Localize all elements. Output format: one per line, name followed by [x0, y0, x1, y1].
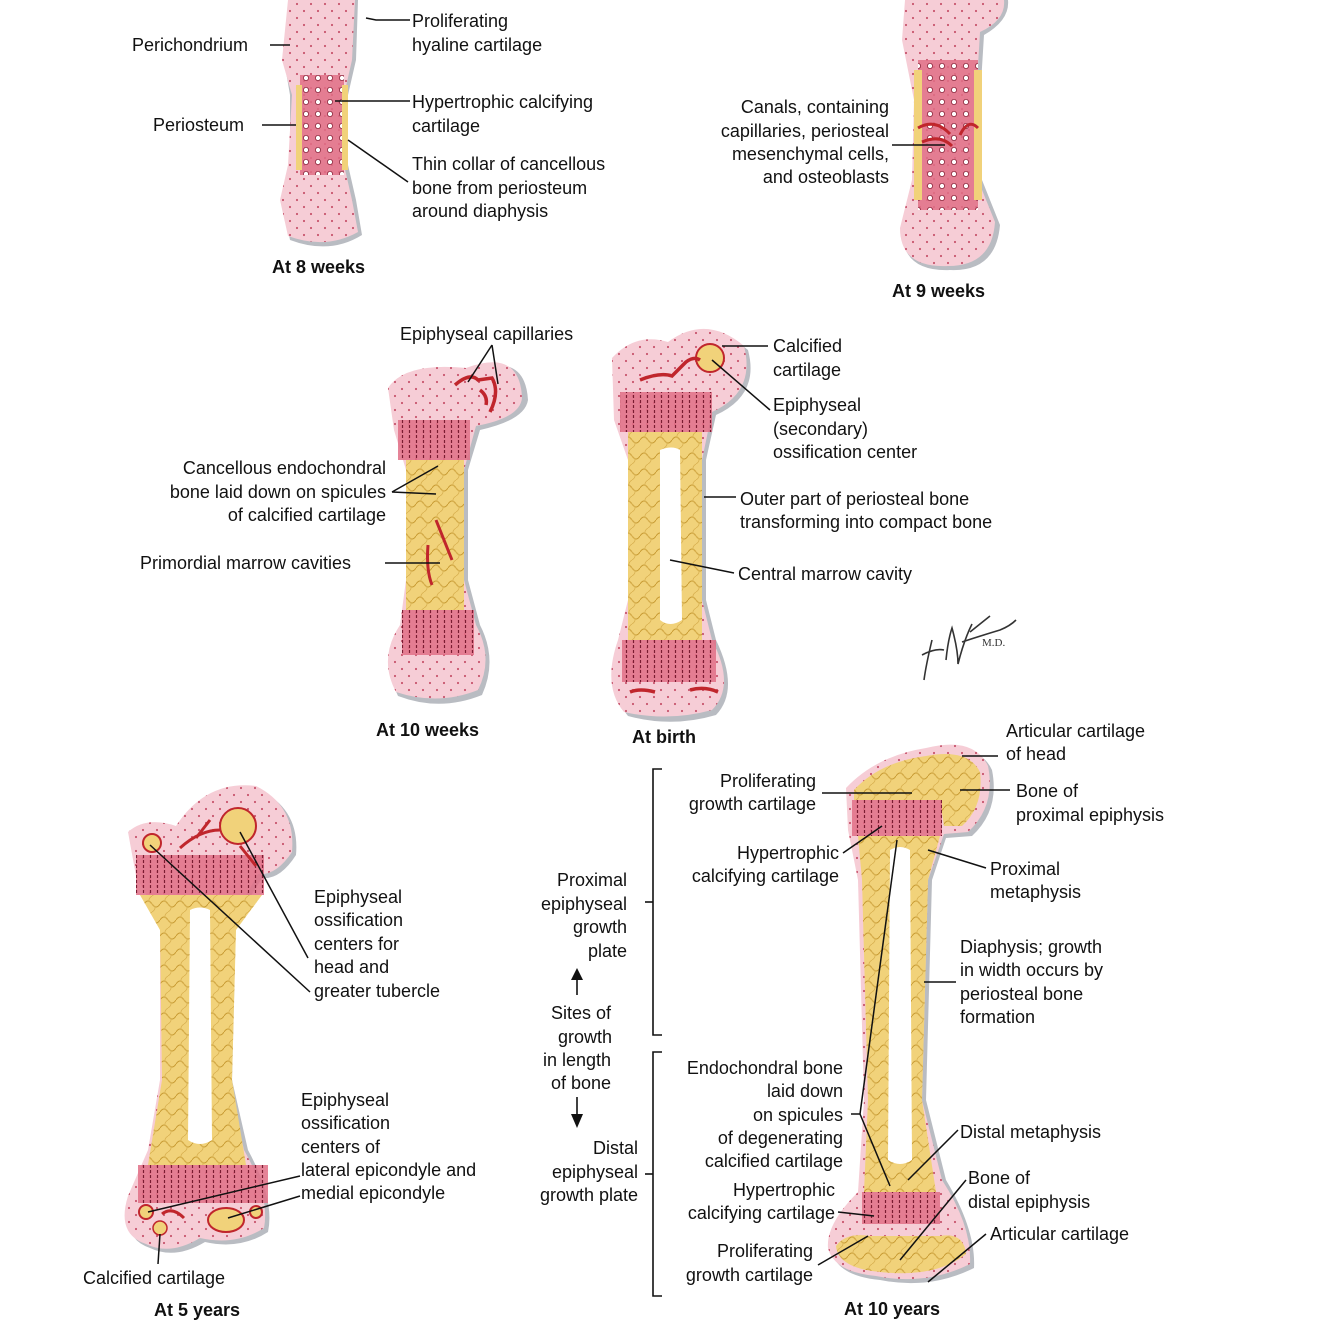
label-diaphysis-3: periosteal bone: [960, 984, 1083, 1004]
label-proximal-metaphysis-2: metaphysis: [990, 882, 1081, 902]
label-bone-proximal-2: proximal epiphysis: [1016, 805, 1164, 825]
label-perichondrium: Perichondrium: [132, 35, 248, 55]
bone-at-birth: [611, 329, 750, 722]
label-proximal-plate-3: growth: [573, 917, 627, 937]
label-outer-periosteal-2: transforming into compact bone: [740, 512, 992, 532]
bone-collar: [914, 70, 922, 200]
label-epicondyle-centers-2: ossification: [301, 1113, 390, 1133]
label-hypertrophic-2: cartilage: [412, 116, 480, 136]
label-periosteum: Periosteum: [153, 115, 244, 135]
label-proximal-plate-1: Proximal: [557, 870, 627, 890]
label-sites-2: growth: [558, 1027, 612, 1047]
label-epiphyseal-capillaries: Epiphyseal capillaries: [400, 324, 573, 344]
label-endochondral-4: of degenerating: [718, 1128, 843, 1148]
label-distal-plate-3: growth plate: [540, 1185, 638, 1205]
label-head-centers-2: ossification: [314, 910, 403, 930]
label-diaphysis-4: formation: [960, 1007, 1035, 1027]
ossification-center-head: [220, 808, 256, 844]
label-collar-1: Thin collar of cancellous: [412, 154, 605, 174]
label-calcified-cartilage: Calcified cartilage: [83, 1268, 225, 1288]
bone-collar: [296, 85, 302, 170]
label-distal-plate-1: Distal: [593, 1138, 638, 1158]
label-endochondral-3: on spicules: [753, 1105, 843, 1125]
label-cancellous-3: of calcified cartilage: [228, 505, 386, 525]
label-proximal-metaphysis-1: Proximal: [990, 859, 1060, 879]
label-cancellous-2: bone laid down on spicules: [170, 482, 386, 502]
label-sites-4: of bone: [551, 1073, 611, 1093]
secondary-ossification-center: [696, 344, 724, 372]
marrow-cavity: [188, 908, 212, 1145]
label-sites-1: Sites of: [551, 1003, 612, 1023]
label-endochondral-1: Endochondral bone: [687, 1058, 843, 1078]
svg-text:M.D.: M.D.: [982, 637, 1005, 649]
label-cancellous-1: Cancellous endochondral: [183, 458, 386, 478]
label-secondary-3: ossification center: [773, 442, 917, 462]
label-head-centers-3: centers for: [314, 934, 399, 954]
label-calcified-1: Calcified: [773, 336, 842, 356]
label-central-marrow: Central marrow cavity: [738, 564, 912, 584]
label-proliferating-hyaline-2: hyaline cartilage: [412, 35, 542, 55]
label-hyper-bottom-2: calcifying cartilage: [688, 1203, 835, 1223]
label-head-centers-4: head and: [314, 957, 389, 977]
ossification-center-tubercle: [143, 834, 161, 852]
label-diaphysis-1: Diaphysis; growth: [960, 937, 1102, 957]
label-articular-head-2: of head: [1006, 744, 1066, 764]
bone-10-weeks: [388, 362, 528, 703]
label-diaphysis-2: in width occurs by: [960, 960, 1103, 980]
caption-5-years: At 5 years: [154, 1300, 240, 1320]
label-epicondyle-centers-5: medial epicondyle: [301, 1183, 445, 1203]
calcified-cartilage-spot: [153, 1221, 167, 1235]
label-primordial-marrow: Primordial marrow cavities: [140, 553, 351, 573]
label-distal-plate-2: epiphyseal: [552, 1162, 638, 1182]
caption-10-years: At 10 years: [844, 1299, 940, 1319]
label-bone-distal-2: distal epiphysis: [968, 1192, 1090, 1212]
artist-signature: M.D.: [922, 616, 1016, 680]
label-canals-1: Canals, containing: [741, 97, 889, 117]
label-sites-3: in length: [543, 1050, 611, 1070]
label-bone-distal-1: Bone of: [968, 1168, 1031, 1188]
label-canals-4: and osteoblasts: [763, 167, 889, 187]
label-hyper-bottom-1: Hypertrophic: [733, 1180, 835, 1200]
central-marrow-cavity: [660, 448, 682, 625]
label-bone-proximal-1: Bone of: [1016, 781, 1079, 801]
label-distal-metaphysis: Distal metaphysis: [960, 1122, 1101, 1142]
label-collar-2: bone from periosteum: [412, 178, 587, 198]
label-articular-head-1: Articular cartilage: [1006, 721, 1145, 741]
label-proximal-plate-4: plate: [588, 941, 627, 961]
label-articular-cartilage: Articular cartilage: [990, 1224, 1129, 1244]
label-proximal-plate-2: epiphyseal: [541, 894, 627, 914]
ossification-center-medial-epicondyle: [208, 1208, 244, 1232]
label-hyper-top-2: calcifying cartilage: [692, 866, 839, 886]
bone-9-weeks: [900, 0, 1008, 270]
label-endochondral-2: laid down: [767, 1081, 843, 1101]
label-calcified-2: cartilage: [773, 360, 841, 380]
label-head-centers-5: greater tubercle: [314, 981, 440, 1001]
caption-8-weeks: At 8 weeks: [272, 257, 365, 277]
label-epicondyle-centers-4: lateral epicondyle and: [301, 1160, 476, 1180]
label-head-centers-1: Epiphyseal: [314, 887, 402, 907]
label-secondary-1: Epiphyseal: [773, 395, 861, 415]
label-outer-periosteal-1: Outer part of periosteal bone: [740, 489, 969, 509]
label-canals-3: mesenchymal cells,: [732, 144, 889, 164]
marrow-cavity: [888, 847, 912, 1164]
label-prolif-bottom-1: Proliferating: [717, 1241, 813, 1261]
label-hypertrophic-1: Hypertrophic calcifying: [412, 92, 593, 112]
label-proliferating-hyaline-1: Proliferating: [412, 11, 508, 31]
label-collar-3: around diaphysis: [412, 201, 548, 221]
label-endochondral-5: calcified cartilage: [705, 1151, 843, 1171]
label-prolif-top-1: Proliferating: [720, 771, 816, 791]
label-prolif-bottom-2: growth cartilage: [686, 1265, 813, 1285]
label-prolif-top-2: growth cartilage: [689, 794, 816, 814]
label-epicondyle-centers-1: Epiphyseal: [301, 1090, 389, 1110]
caption-at-birth: At birth: [632, 727, 696, 747]
caption-10-weeks: At 10 weeks: [376, 720, 479, 740]
caption-9-weeks: At 9 weeks: [892, 281, 985, 301]
label-canals-2: capillaries, periosteal: [721, 121, 889, 141]
bone-8-weeks: [280, 0, 362, 246]
label-hyper-top-1: Hypertrophic: [737, 843, 839, 863]
label-secondary-2: (secondary): [773, 419, 868, 439]
label-epicondyle-centers-3: centers of: [301, 1137, 381, 1157]
